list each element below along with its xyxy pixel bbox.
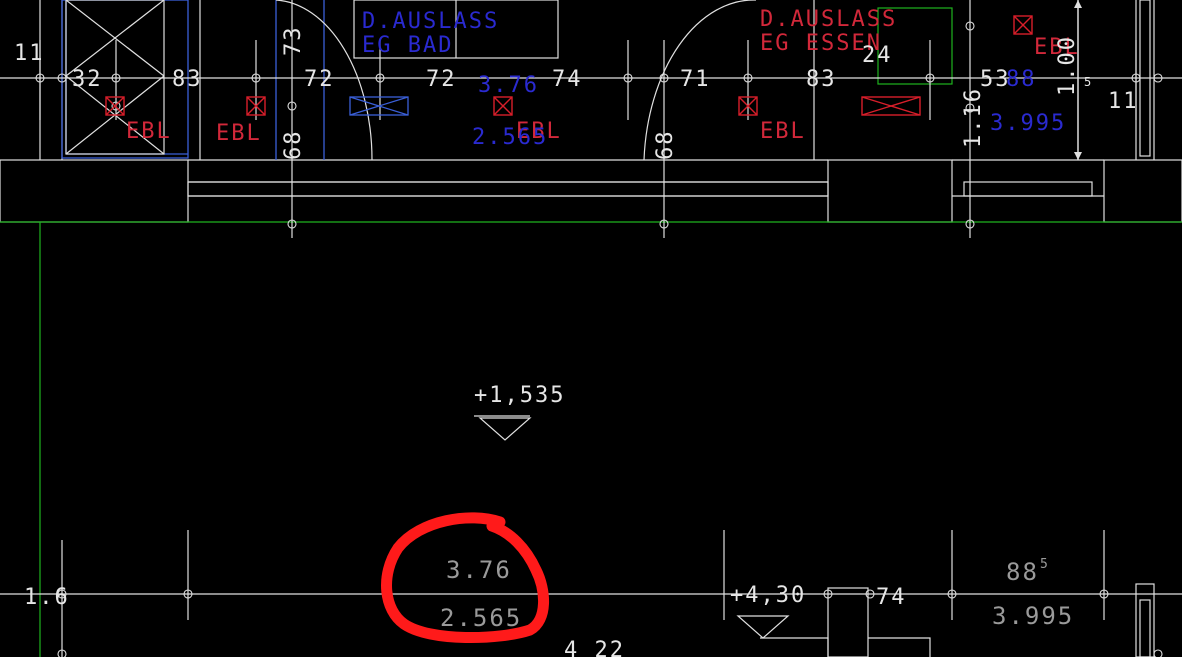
outlet-boxes xyxy=(105,15,1033,116)
dim-68: 68 xyxy=(281,130,306,161)
label-ebl-4: EBL xyxy=(760,119,806,144)
dim-71: 71 xyxy=(680,67,711,92)
label-ebl-2: EBL xyxy=(216,121,262,146)
upper-dimension-line xyxy=(0,0,1182,238)
upper-wall xyxy=(0,159,1182,657)
blue-88: 88 xyxy=(1006,67,1037,92)
dim-100: 1.00 xyxy=(1055,35,1080,96)
dim-11b: 11 xyxy=(1108,89,1139,114)
grey-5: 5 xyxy=(1040,557,1050,572)
label-auslass-left: D.AUSLASS xyxy=(362,9,499,34)
dim-32: 32 xyxy=(72,67,103,92)
label-ebl-3: EBL xyxy=(516,119,562,144)
dim-72: 72 xyxy=(304,67,335,92)
dim-73: 73 xyxy=(281,26,306,57)
label-eg-bad: EG BAD xyxy=(362,33,453,58)
blue-3995: 3.995 xyxy=(990,111,1066,136)
lower-dimension-line: 1.6 74 4 22 +4,30 3.76 2.565 88 3.995 5 xyxy=(0,530,1182,657)
dim-83: 83 xyxy=(172,67,203,92)
red-annotation-circle xyxy=(381,512,550,643)
dim-165: 1.6 xyxy=(24,585,70,610)
level-1535-text: +1,535 xyxy=(474,383,565,408)
level-marker-1535: +1,535 xyxy=(474,383,565,441)
dim-74: 74 xyxy=(552,67,583,92)
dim-5: 5 xyxy=(1084,75,1093,89)
level-430-text: +4,30 xyxy=(730,583,806,608)
dim-116: 1.16 xyxy=(961,87,986,148)
grey-376: 3.76 xyxy=(446,556,512,584)
dim-72b: 72 xyxy=(426,67,457,92)
dim-74b: 74 xyxy=(876,585,907,610)
blue-2565: 2.565 xyxy=(472,125,548,150)
label-eg-essen: EG ESSEN xyxy=(760,31,882,56)
label-auslass-right: D.AUSLASS xyxy=(760,7,897,32)
grey-3995: 3.995 xyxy=(992,602,1074,630)
grey-88: 88 xyxy=(1006,558,1039,586)
label-ebl-5: EBL xyxy=(1034,35,1080,60)
grey-2565: 2.565 xyxy=(440,604,522,632)
upper-text: D.AUSLASS EG BAD D.AUSLASS EG ESSEN EBL … xyxy=(14,0,1139,161)
dim-68b: 68 xyxy=(653,130,678,161)
dim-24: 24 xyxy=(862,43,893,68)
dim-83b: 83 xyxy=(806,67,837,92)
blue-376: 3.76 xyxy=(478,73,539,98)
dim-11: 11 xyxy=(14,41,45,66)
bottom-dim: 4 22 xyxy=(564,638,625,657)
dim-53: 53 xyxy=(980,67,1011,92)
label-ebl-1: EBL xyxy=(126,119,172,144)
